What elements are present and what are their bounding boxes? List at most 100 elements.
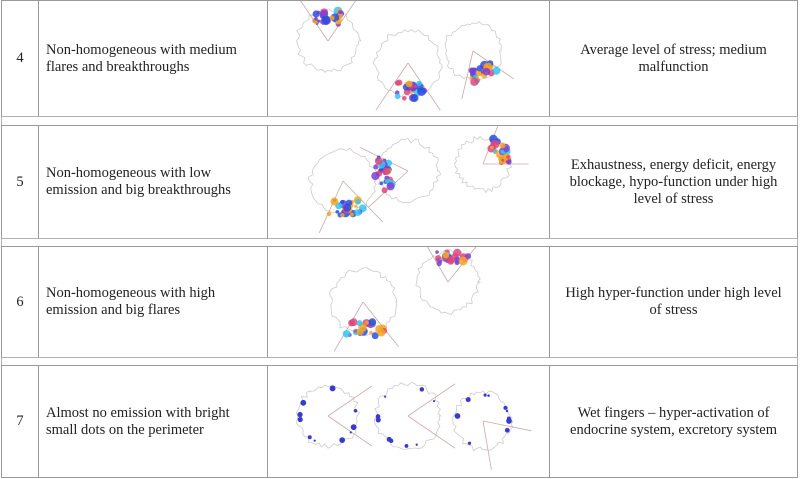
glow-blob: [482, 67, 491, 76]
glow-dot: [350, 424, 357, 431]
fingertip-outline: [452, 390, 514, 452]
glow-blob: [413, 84, 418, 89]
sector-line: [375, 62, 409, 111]
glow-blob: [401, 95, 407, 101]
glow-dot: [313, 439, 316, 442]
fingertip-outline: [373, 381, 442, 451]
glow-blob: [354, 204, 358, 208]
glow-blob: [335, 20, 339, 25]
fingertip-images: [268, 1, 550, 116]
gdv-image: [296, 1, 514, 111]
glow-dot: [483, 393, 487, 397]
sector-line: [482, 420, 492, 470]
glow-blob: [492, 149, 497, 154]
glow-dot: [465, 397, 471, 403]
glow-blob: [492, 66, 501, 75]
sector-line: [362, 301, 399, 347]
row-meaning: High hyper-function under high level of …: [565, 285, 782, 318]
glow-dot: [487, 394, 490, 397]
sector-line: [407, 415, 456, 449]
sector-line: [327, 385, 373, 417]
row-description: Non-homogeneous with low emission and bi…: [39, 126, 268, 238]
table-row: 7 Almost no emission with bright small d…: [1, 365, 798, 478]
glow-blob: [500, 149, 505, 154]
glow-blob: [506, 159, 512, 165]
row-description: Non-homogeneous with high emission and b…: [39, 247, 268, 357]
sector-line: [407, 383, 456, 417]
gdv-image: [295, 381, 532, 470]
row-number: 4: [2, 1, 39, 116]
glow-blob: [343, 203, 352, 212]
glow-dot: [339, 437, 346, 444]
gdv-image: [329, 247, 482, 352]
glow-blob: [312, 10, 320, 18]
glow-blob: [377, 328, 386, 337]
table-row: 6 Non-homogeneous with high emission and…: [1, 246, 798, 358]
table-row: 5 Non-homogeneous with low emission and …: [1, 125, 798, 239]
glow-dot: [384, 395, 387, 398]
glow-blob: [354, 209, 362, 217]
glow-blob: [396, 79, 403, 86]
glow-blob: [365, 320, 370, 325]
glow-blob: [330, 197, 339, 206]
glow-dot: [300, 399, 307, 406]
sector-line: [333, 301, 364, 352]
glow-blob: [382, 167, 391, 176]
glow-blob: [490, 145, 494, 150]
glow-blob: [410, 94, 419, 102]
glow-blob: [335, 210, 340, 214]
glow-blob: [314, 16, 318, 21]
glow-blob: [348, 319, 355, 327]
row-number: 7: [2, 366, 39, 477]
glow-blob: [369, 330, 373, 335]
fingertip-images: [268, 126, 550, 238]
glow-dot: [506, 416, 511, 421]
glow-blob: [469, 67, 478, 76]
glow-dot: [353, 408, 358, 413]
fingertip-outline: [307, 147, 378, 217]
glow-blob: [356, 328, 364, 336]
sector-line: [300, 1, 329, 42]
glow-blob: [368, 318, 377, 326]
glow-blob: [317, 19, 321, 23]
sector-line: [342, 180, 383, 223]
glow-blob: [435, 255, 442, 262]
sector-line: [327, 1, 356, 42]
table-row: 4 Non-homogeneous with medium flares and…: [1, 0, 798, 117]
glow-dot: [504, 427, 510, 433]
glow-blob: [499, 142, 506, 149]
fingertip-images: [268, 366, 550, 477]
glow-blob: [338, 10, 343, 14]
sector-line: [407, 62, 441, 111]
fingertip-outline: [444, 21, 502, 82]
sector-line: [461, 50, 474, 100]
glow-blob: [458, 256, 468, 266]
glow-blob: [340, 199, 345, 205]
row-meaning: Wet fingers – hyper-activation of endocr…: [570, 404, 777, 438]
glow-blob: [501, 158, 505, 162]
row-description: Almost no emission with bright small dot…: [39, 366, 268, 477]
glow-blob: [386, 182, 395, 191]
glow-blob: [442, 251, 450, 259]
glow-dot: [503, 405, 508, 410]
glow-dot: [467, 441, 472, 445]
glow-dot: [419, 387, 425, 392]
glow-dot: [404, 444, 409, 448]
glow-blob: [416, 80, 422, 86]
fingertip-outline: [375, 137, 441, 204]
glow-blob: [321, 15, 331, 25]
glow-blob: [326, 211, 332, 217]
glow-blob: [476, 65, 484, 72]
row-meaning: Average level of stress; medium malfunct…: [580, 41, 767, 75]
row-number: 5: [2, 126, 39, 238]
glow-blob: [485, 62, 492, 69]
glow-dot: [349, 431, 352, 434]
glow-blob: [349, 212, 354, 217]
glow-blob: [329, 15, 335, 21]
glow-dot: [432, 400, 436, 403]
glow-blob: [405, 80, 413, 88]
glow-blob: [394, 93, 401, 100]
glow-blob: [356, 320, 363, 327]
sector-line: [427, 247, 449, 283]
glow-blob: [379, 167, 384, 172]
